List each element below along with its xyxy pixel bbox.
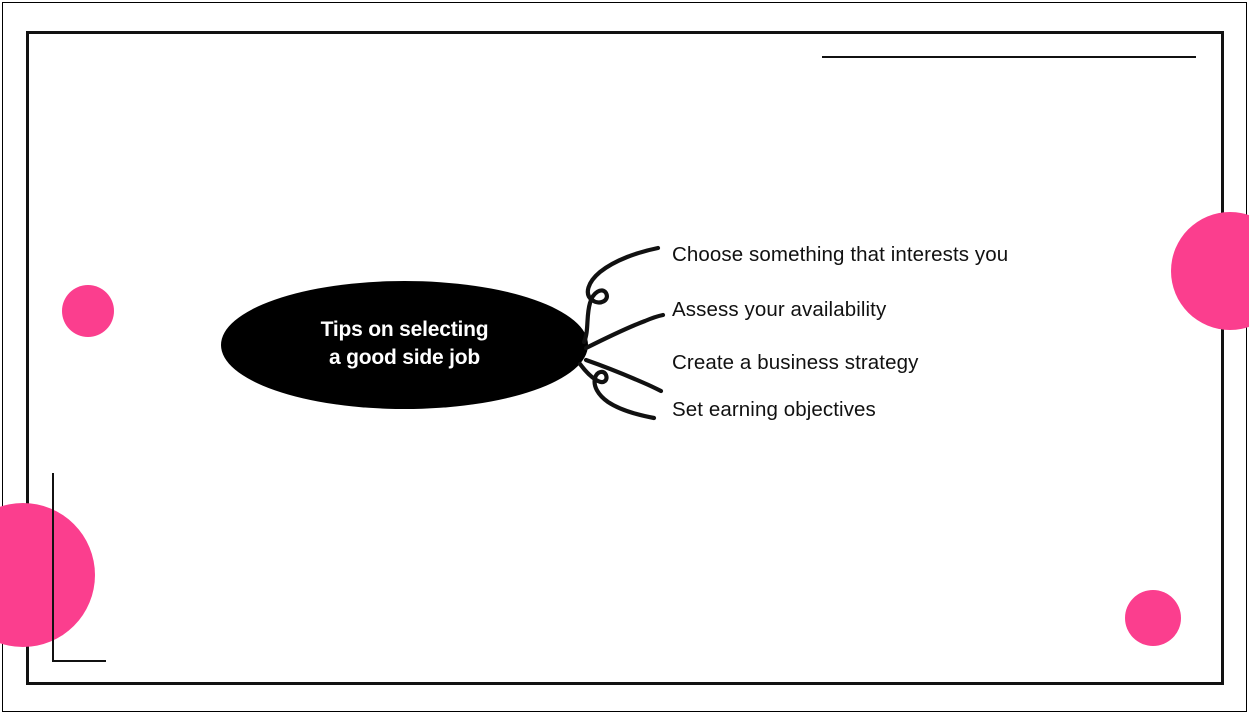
branch-path-4 xyxy=(577,361,657,421)
decorative-circle-middle-left xyxy=(62,285,114,337)
bottom-left-corner-bracket xyxy=(52,473,106,662)
branch-label-assess-availability: Assess your availability xyxy=(672,298,887,321)
branch-path-1 xyxy=(581,245,661,345)
branch-label-set-objectives: Set earning objectives xyxy=(672,398,876,421)
branch-path-2 xyxy=(583,312,666,351)
top-right-rule xyxy=(822,56,1196,58)
decorative-circle-bottom-right xyxy=(1125,590,1181,646)
decorative-circle-middle-right xyxy=(1171,212,1249,330)
branch-label-choose-something: Choose something that interests you xyxy=(672,243,1009,266)
center-node-label: Tips on selecting a good side job xyxy=(320,317,489,369)
mindmap-center-node: Tips on selecting a good side job xyxy=(221,281,588,409)
branch-label-create-strategy: Create a business strategy xyxy=(672,351,919,374)
branch-path-3 xyxy=(583,357,664,394)
inner-border-frame xyxy=(26,31,1224,685)
